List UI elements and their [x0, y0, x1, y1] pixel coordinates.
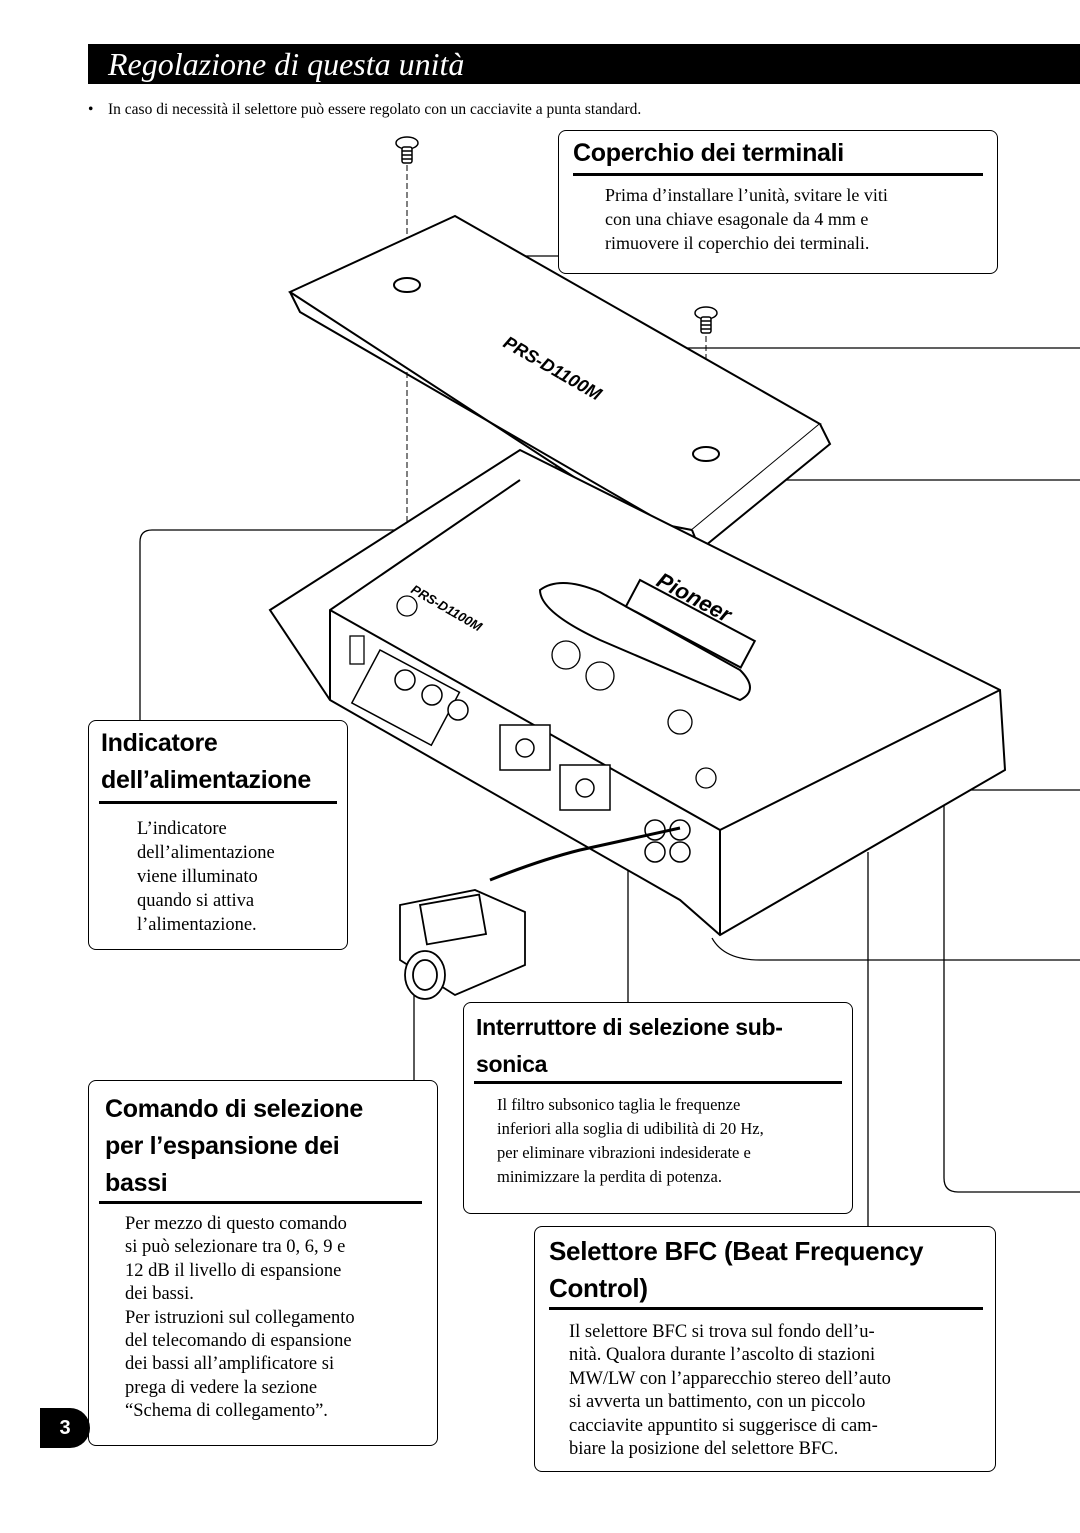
callout-terminal-cover-title: Coperchio dei terminali [573, 139, 844, 167]
terminal-cover [287, 214, 832, 552]
bass-remote-controller [399, 826, 681, 1000]
screw-left [395, 136, 419, 164]
callout-terminal-cover-text: Prima d’installare l’unità, svitare le v… [605, 185, 888, 253]
callout-bass-boost-control-text: Per mezzo di questo comando si può selez… [125, 1214, 355, 1422]
page-number: 3 [40, 1408, 90, 1448]
page-header-bar: Regolazione di questa unità [88, 44, 1080, 84]
callout-bass-boost-control: Comando di selezione per l’espansione de… [88, 1080, 438, 1446]
callout-bass-boost-control-rule [99, 1201, 422, 1204]
callout-power-indicator-title: Indicatore dell’alimentazione [101, 729, 311, 794]
callout-bfc-selector-text: Il selettore BFC si trova sul fondo dell… [569, 1322, 891, 1460]
callout-bass-boost-control-title: Comando di selezione per l’espansione de… [105, 1095, 363, 1197]
callout-subsonic-switch-title: Interruttore di selezione sub- sonica [476, 1014, 783, 1077]
note-line: • In caso di necessità il selettore può e… [88, 100, 1048, 120]
power-terminals [350, 648, 469, 747]
callout-terminal-cover-rule [573, 173, 983, 176]
note-bullet: • [88, 101, 94, 118]
callout-subsonic-switch-rule [474, 1081, 842, 1084]
callout-bfc-selector: Selettore BFC (Beat Frequency Control) I… [534, 1226, 996, 1472]
callout-power-indicator-text: L’indicatore dell’alimentazione viene il… [137, 819, 275, 935]
callout-subsonic-switch-text: Il filtro subsonico taglia le frequenze … [497, 1095, 764, 1186]
callout-power-indicator: Indicatore dell’alimentazione L’indicato… [88, 720, 348, 950]
callout-power-indicator-rule [99, 801, 337, 804]
amplifier-body [268, 448, 1007, 937]
speaker-terminals [499, 724, 611, 811]
note-text: In caso di necessità il selettore può es… [108, 101, 642, 118]
panel-controls [349, 595, 717, 789]
page-title: Regolazione di questa unità [108, 46, 465, 82]
callout-subsonic-switch: Interruttore di selezione sub- sonica Il… [463, 1002, 853, 1214]
callout-bfc-selector-rule [549, 1307, 983, 1310]
callout-terminal-cover: Coperchio dei terminali Prima d’installa… [558, 130, 998, 274]
screw-right [694, 306, 718, 334]
callout-bfc-selector-title: Selettore BFC (Beat Frequency Control) [549, 1236, 924, 1303]
leader-right-5 [711, 937, 1080, 961]
